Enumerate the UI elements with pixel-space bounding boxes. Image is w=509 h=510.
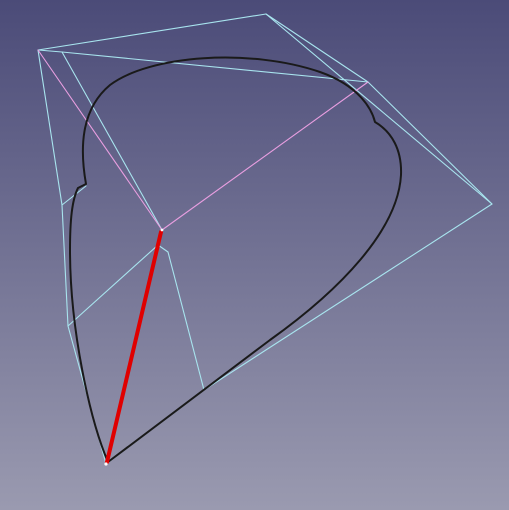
wire-edge[interactable] [37, 13, 267, 51]
wire-edge[interactable] [167, 251, 205, 391]
vertex-point[interactable] [160, 228, 164, 232]
wire-edge[interactable] [203, 203, 493, 391]
highlight-edge[interactable] [37, 49, 163, 231]
vertex-point[interactable] [104, 462, 108, 466]
highlight-edge[interactable] [161, 81, 369, 231]
wire-edge[interactable] [61, 204, 69, 327]
wire-edge[interactable] [37, 49, 63, 206]
wire-edge[interactable] [67, 244, 159, 327]
wire-edge[interactable] [265, 13, 369, 83]
selected-edge[interactable] [105, 230, 163, 464]
wire-edge[interactable] [37, 49, 63, 53]
vertices[interactable] [104, 228, 164, 466]
highlighted-edges[interactable] [37, 49, 369, 231]
wire-edge[interactable] [367, 81, 493, 205]
wire-edge[interactable] [61, 51, 369, 83]
control-polygon[interactable] [37, 13, 493, 465]
wire-edge[interactable] [61, 185, 87, 206]
wire-edge[interactable] [61, 51, 163, 231]
wire-edge[interactable] [265, 13, 493, 205]
spline-curve[interactable] [69, 56, 403, 463]
